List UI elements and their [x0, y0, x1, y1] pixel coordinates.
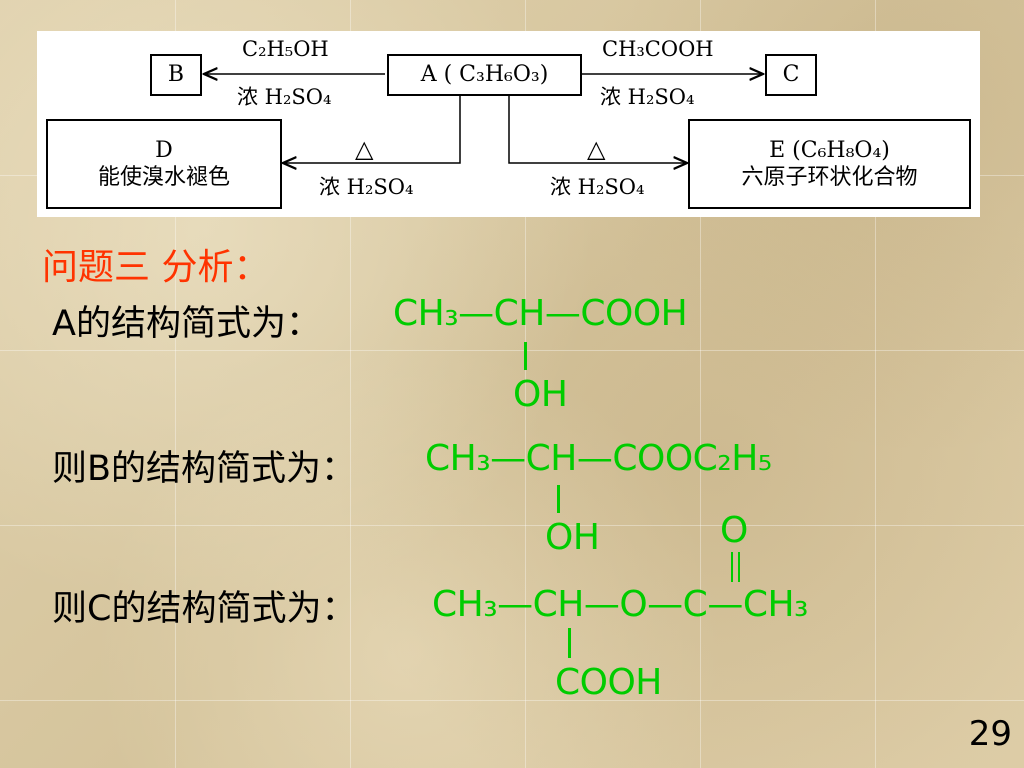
bg-tile-line: [175, 0, 176, 768]
formula-b: CH₃—CH—COOC₂H₅: [425, 438, 772, 479]
compound-box-b: B: [150, 54, 202, 96]
bg-tile-line: [525, 0, 526, 768]
bg-tile-line: [700, 0, 701, 768]
compound-b-label: B: [167, 62, 185, 88]
bond-a-branch: [524, 342, 527, 370]
reagent-c-top: CH₃COOH: [602, 37, 714, 61]
reagent-b-top: C₂H₅OH: [242, 37, 329, 61]
compound-e-title: E (C₆H₈O₄): [769, 137, 890, 163]
compound-e-desc: 六原子环状化合物: [741, 165, 918, 190]
bond-b-branch: [557, 485, 560, 513]
carbonyl-oxygen: O: [720, 510, 748, 551]
compound-a-label: A ( C₃H₆O₃): [420, 62, 549, 88]
reagent-e-bottom: 浓 H₂SO₄: [550, 175, 645, 199]
formula-c: CH₃—CH—O—C—CH₃: [432, 584, 808, 625]
structure-label-a: A的结构简式为：: [52, 304, 321, 344]
structure-label-b: 则B的结构简式为：: [52, 449, 357, 489]
compound-box-e: E (C₆H₈O₄) 六原子环状化合物: [688, 119, 971, 209]
compound-box-a: A ( C₃H₆O₃): [387, 54, 582, 96]
reaction-diagram: B A ( C₃H₆O₃) C D 能使溴水褪色 E (C₆H₈O₄) 六原子环…: [37, 31, 980, 217]
condition-d-top: △: [355, 135, 374, 163]
arrow-a-to-e: [508, 91, 687, 163]
condition-e-top: △: [587, 135, 606, 163]
page-number: 29: [968, 714, 1012, 754]
branch-b: OH: [545, 517, 600, 558]
formula-a: CH₃—CH—COOH: [393, 293, 688, 334]
branch-a: OH: [513, 374, 568, 415]
reagent-d-bottom: 浓 H₂SO₄: [319, 175, 414, 199]
compound-c-label: C: [782, 62, 800, 88]
bond-c-branch: [568, 628, 571, 658]
reagent-c-bottom: 浓 H₂SO₄: [600, 85, 695, 109]
compound-box-c: C: [765, 54, 817, 96]
structure-label-c: 则C的结构简式为：: [52, 589, 357, 629]
compound-d-desc: 能使溴水褪色: [97, 165, 230, 190]
bg-tile-line: [350, 0, 351, 768]
arrow-a-to-d: [283, 91, 461, 163]
reagent-b-bottom: 浓 H₂SO₄: [237, 85, 332, 109]
bg-tile-line: [0, 350, 1024, 351]
bg-tile-line: [875, 0, 876, 768]
double-bond-1: [731, 552, 733, 582]
compound-box-d: D 能使溴水褪色: [46, 119, 282, 209]
arrows-layer: [37, 31, 980, 217]
bg-tile-line: [0, 525, 1024, 526]
compound-d-title: D: [155, 137, 173, 163]
section-heading: 问题三 分析：: [42, 247, 270, 288]
double-bond-2: [738, 552, 740, 582]
branch-c: COOH: [555, 662, 662, 703]
bg-tile-line: [0, 700, 1024, 701]
